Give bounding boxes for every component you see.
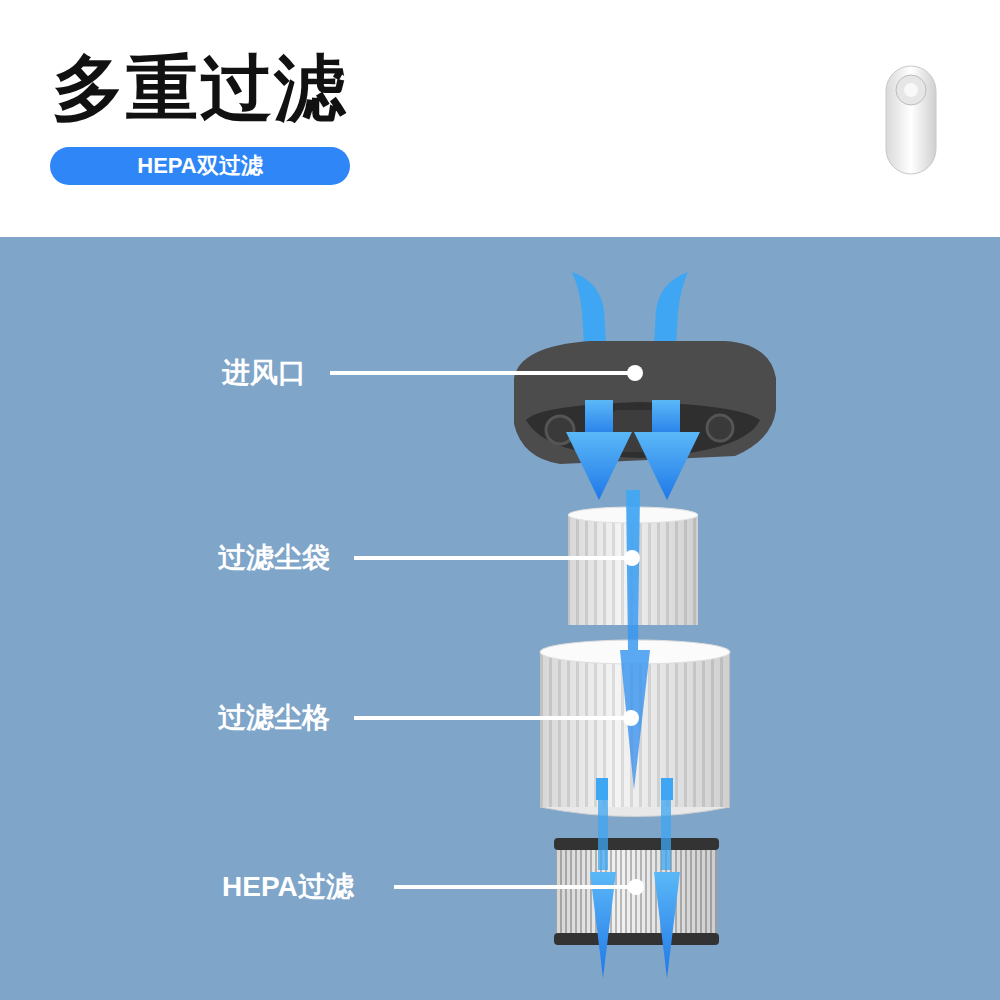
part-label: HEPA过滤 — [222, 873, 354, 901]
page-title: 多重过滤 — [52, 52, 348, 124]
part-label: 过滤尘格 — [218, 704, 330, 732]
badge-text: HEPA双过滤 — [137, 155, 263, 177]
part-label: 进风口 — [222, 359, 306, 387]
part-label: 过滤尘袋 — [218, 544, 330, 572]
badge-pill: HEPA双过滤 — [50, 147, 350, 185]
